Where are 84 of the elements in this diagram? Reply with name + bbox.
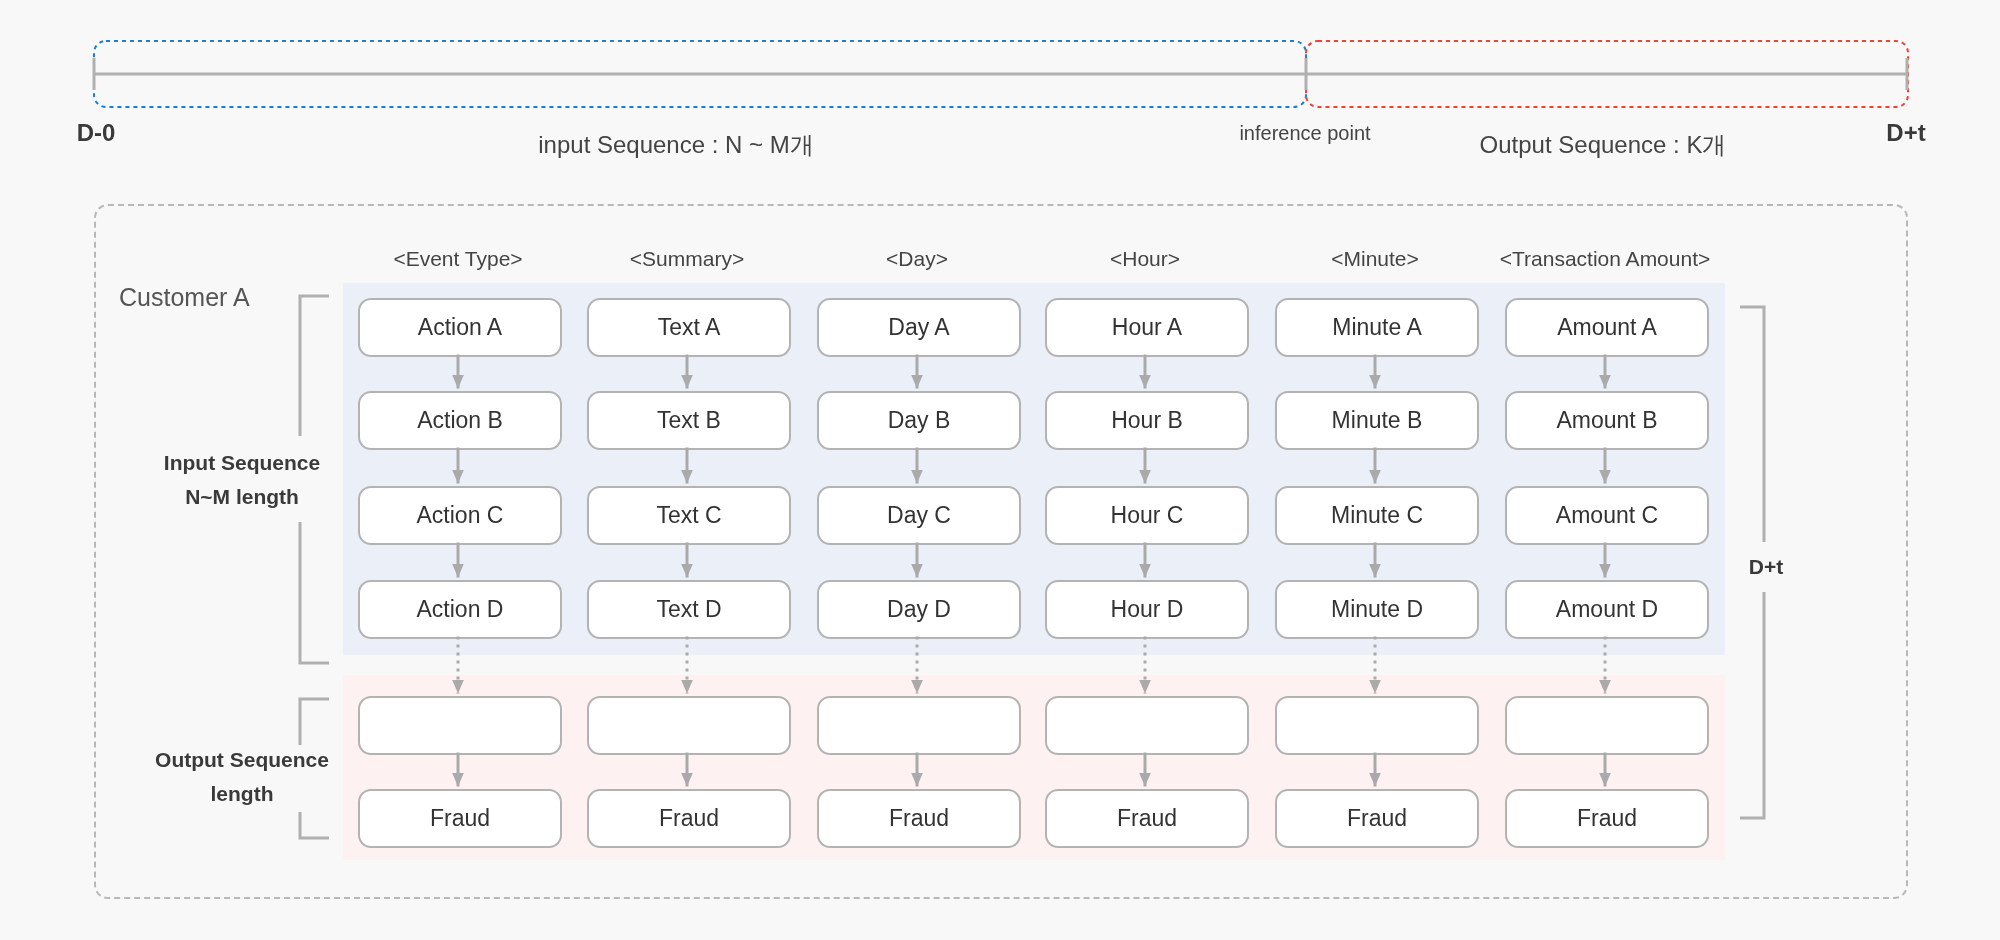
output-band bbox=[343, 675, 1725, 860]
arrow bbox=[1369, 752, 1381, 787]
value-box: Fraud bbox=[1505, 788, 1709, 848]
value-box: Hour D bbox=[1045, 579, 1249, 639]
empty-box bbox=[1045, 695, 1249, 755]
column-header: <Transaction Amount> bbox=[1499, 247, 1711, 271]
time-label: D-0 bbox=[76, 119, 116, 147]
value-box: Amount D bbox=[1505, 579, 1709, 639]
empty-box bbox=[358, 695, 562, 755]
value-box: Text B bbox=[587, 390, 791, 450]
arrow bbox=[452, 447, 464, 484]
arrow bbox=[1599, 636, 1611, 694]
point-label: inference point bbox=[1239, 121, 1371, 145]
arrow bbox=[1139, 354, 1151, 389]
bracket-label: Output Sequence length bbox=[154, 747, 330, 807]
value-box: Action D bbox=[358, 579, 562, 639]
arrow bbox=[911, 354, 923, 389]
arrow bbox=[681, 636, 693, 694]
arrow bbox=[681, 354, 693, 389]
value-box: Amount A bbox=[1505, 297, 1709, 357]
value-box: Fraud bbox=[1275, 788, 1479, 848]
panel-heading: Customer A bbox=[119, 283, 250, 312]
value-box: Amount C bbox=[1505, 485, 1709, 545]
value-box: Text A bbox=[587, 297, 791, 357]
value-box: Day C bbox=[817, 485, 1021, 545]
value-box: Minute D bbox=[1275, 579, 1479, 639]
arrow bbox=[1599, 752, 1611, 787]
arrow bbox=[1369, 636, 1381, 694]
arrow bbox=[452, 542, 464, 578]
value-box: Fraud bbox=[587, 788, 791, 848]
value-box: Text D bbox=[587, 579, 791, 639]
column-header: <Hour> bbox=[1110, 247, 1180, 271]
value-box: Action C bbox=[358, 485, 562, 545]
value-box: Fraud bbox=[358, 788, 562, 848]
arrow bbox=[911, 447, 923, 484]
column-header: <Day> bbox=[886, 247, 948, 271]
customer-panel bbox=[94, 204, 1908, 899]
arrow bbox=[911, 542, 923, 578]
empty-box bbox=[1275, 695, 1479, 755]
range-label: Output Sequence : K개 bbox=[1479, 130, 1727, 160]
arrow bbox=[452, 636, 464, 694]
column-header: <Event Type> bbox=[393, 247, 523, 271]
arrow bbox=[1599, 354, 1611, 389]
value-box: Fraud bbox=[817, 788, 1021, 848]
arrow bbox=[1139, 542, 1151, 578]
value-box: Minute B bbox=[1275, 390, 1479, 450]
value-box: Fraud bbox=[1045, 788, 1249, 848]
arrow bbox=[681, 752, 693, 787]
time-label: D+t bbox=[1886, 119, 1926, 147]
arrow bbox=[1139, 447, 1151, 484]
column-header: <Summary> bbox=[629, 247, 745, 271]
value-box: Hour C bbox=[1045, 485, 1249, 545]
arrow bbox=[452, 354, 464, 389]
arrow bbox=[1139, 752, 1151, 787]
input-band bbox=[343, 283, 1725, 655]
range-label: input Sequence : N ~ M개 bbox=[538, 130, 814, 160]
value-box: Action B bbox=[358, 390, 562, 450]
value-box: Amount B bbox=[1505, 390, 1709, 450]
empty-box bbox=[587, 695, 791, 755]
empty-box bbox=[1505, 695, 1709, 755]
arrow bbox=[452, 752, 464, 787]
arrow bbox=[911, 636, 923, 694]
value-box: Text C bbox=[587, 485, 791, 545]
arrow bbox=[681, 447, 693, 484]
arrow bbox=[1369, 354, 1381, 389]
value-box: Day D bbox=[817, 579, 1021, 639]
value-box: Action A bbox=[358, 297, 562, 357]
value-box: Minute A bbox=[1275, 297, 1479, 357]
value-box: Hour B bbox=[1045, 390, 1249, 450]
value-box: Day B bbox=[817, 390, 1021, 450]
value-box: Day A bbox=[817, 297, 1021, 357]
arrow bbox=[1369, 447, 1381, 484]
arrow bbox=[1599, 542, 1611, 578]
value-box: Minute C bbox=[1275, 485, 1479, 545]
arrow bbox=[911, 752, 923, 787]
bracket-label: D+t bbox=[1748, 555, 1784, 579]
bracket-label: Input Sequence N~M length bbox=[162, 450, 322, 510]
column-header: <Minute> bbox=[1331, 247, 1419, 271]
arrow bbox=[1369, 542, 1381, 578]
empty-box bbox=[817, 695, 1021, 755]
value-box: Hour A bbox=[1045, 297, 1249, 357]
arrow bbox=[1599, 447, 1611, 484]
arrow bbox=[1139, 636, 1151, 694]
arrow bbox=[681, 542, 693, 578]
